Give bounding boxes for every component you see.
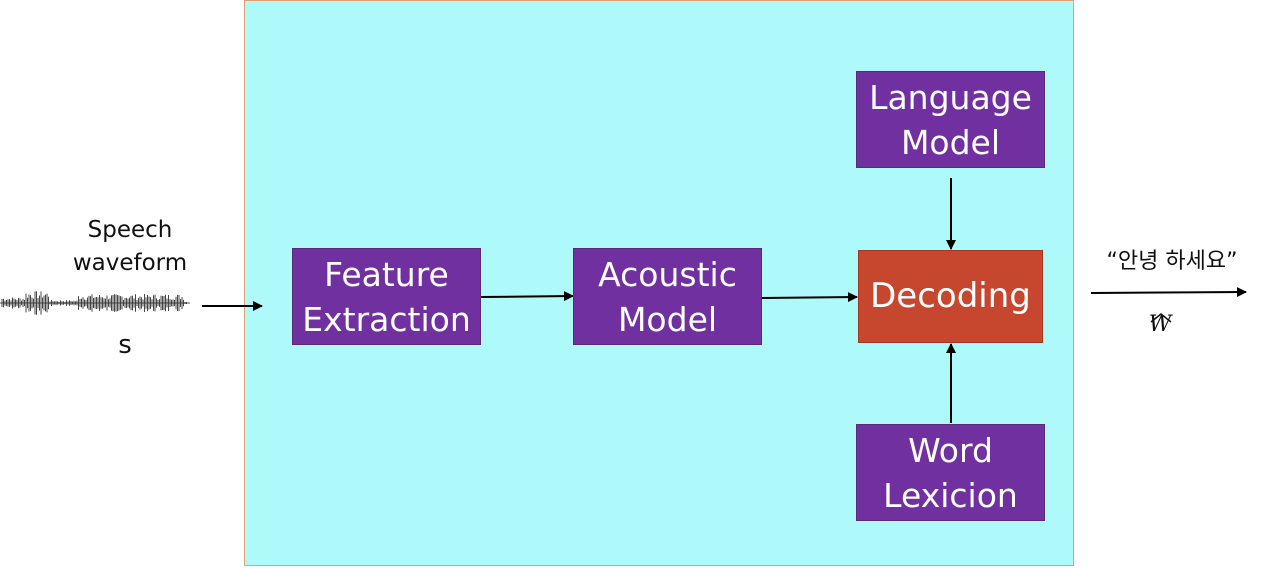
arrow-feature-to-acoustic [480,291,574,302]
language-model-block: Language Model [856,71,1045,168]
feature-extraction-block: Feature Extraction [292,248,481,345]
output-text: “안녕 하세요” [1106,249,1238,274]
speech-waveform-icon [0,291,190,315]
speech-waveform-label: Speech waveform [72,217,188,276]
output-symbol: W [1148,312,1172,337]
decoding-block: Decoding [858,250,1043,343]
word-lexicon-block: Word Lexicion [856,424,1045,521]
arrow-output [1090,287,1247,298]
arrow-acoustic-to-decoding [761,292,858,303]
hat-icon [1150,313,1172,323]
signal-symbol: s [118,330,132,360]
acoustic-model-block: Acoustic Model [573,248,762,345]
